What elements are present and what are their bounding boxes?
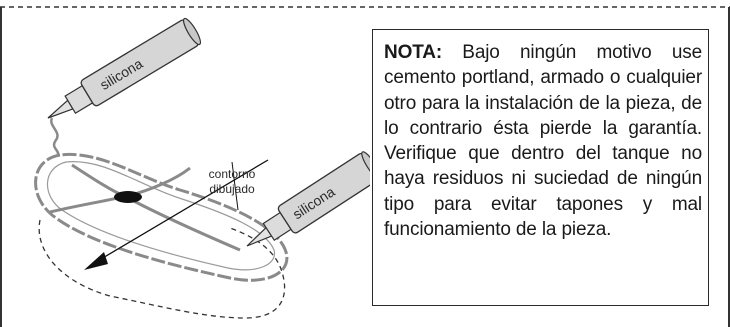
silicone-trail bbox=[50, 117, 60, 157]
direction-arrow-head bbox=[84, 252, 108, 270]
contour-label-leader bbox=[231, 161, 239, 211]
silicone-bead-cross-1 bbox=[49, 166, 191, 214]
note-body: Bajo ningún motivo use cemento portland,… bbox=[384, 42, 702, 241]
silicone-tube-top: silicona bbox=[47, 17, 202, 119]
drain-hole bbox=[114, 191, 142, 203]
note-paragraph: NOTA: Bajo ningún motivo use cemento por… bbox=[384, 40, 702, 242]
direction-arrow-line bbox=[95, 159, 269, 263]
contour-label-line2: dibujado bbox=[209, 182, 255, 196]
note-heading: NOTA: bbox=[384, 42, 442, 63]
dashed-contour-outline bbox=[38, 219, 286, 319]
contour-label-line1: contorno bbox=[209, 167, 256, 181]
silicone-installation-illustration: silicona silicona contorno dibujado bbox=[34, 17, 370, 319]
note-box: NOTA: Bajo ningún motivo use cemento por… bbox=[372, 29, 709, 306]
